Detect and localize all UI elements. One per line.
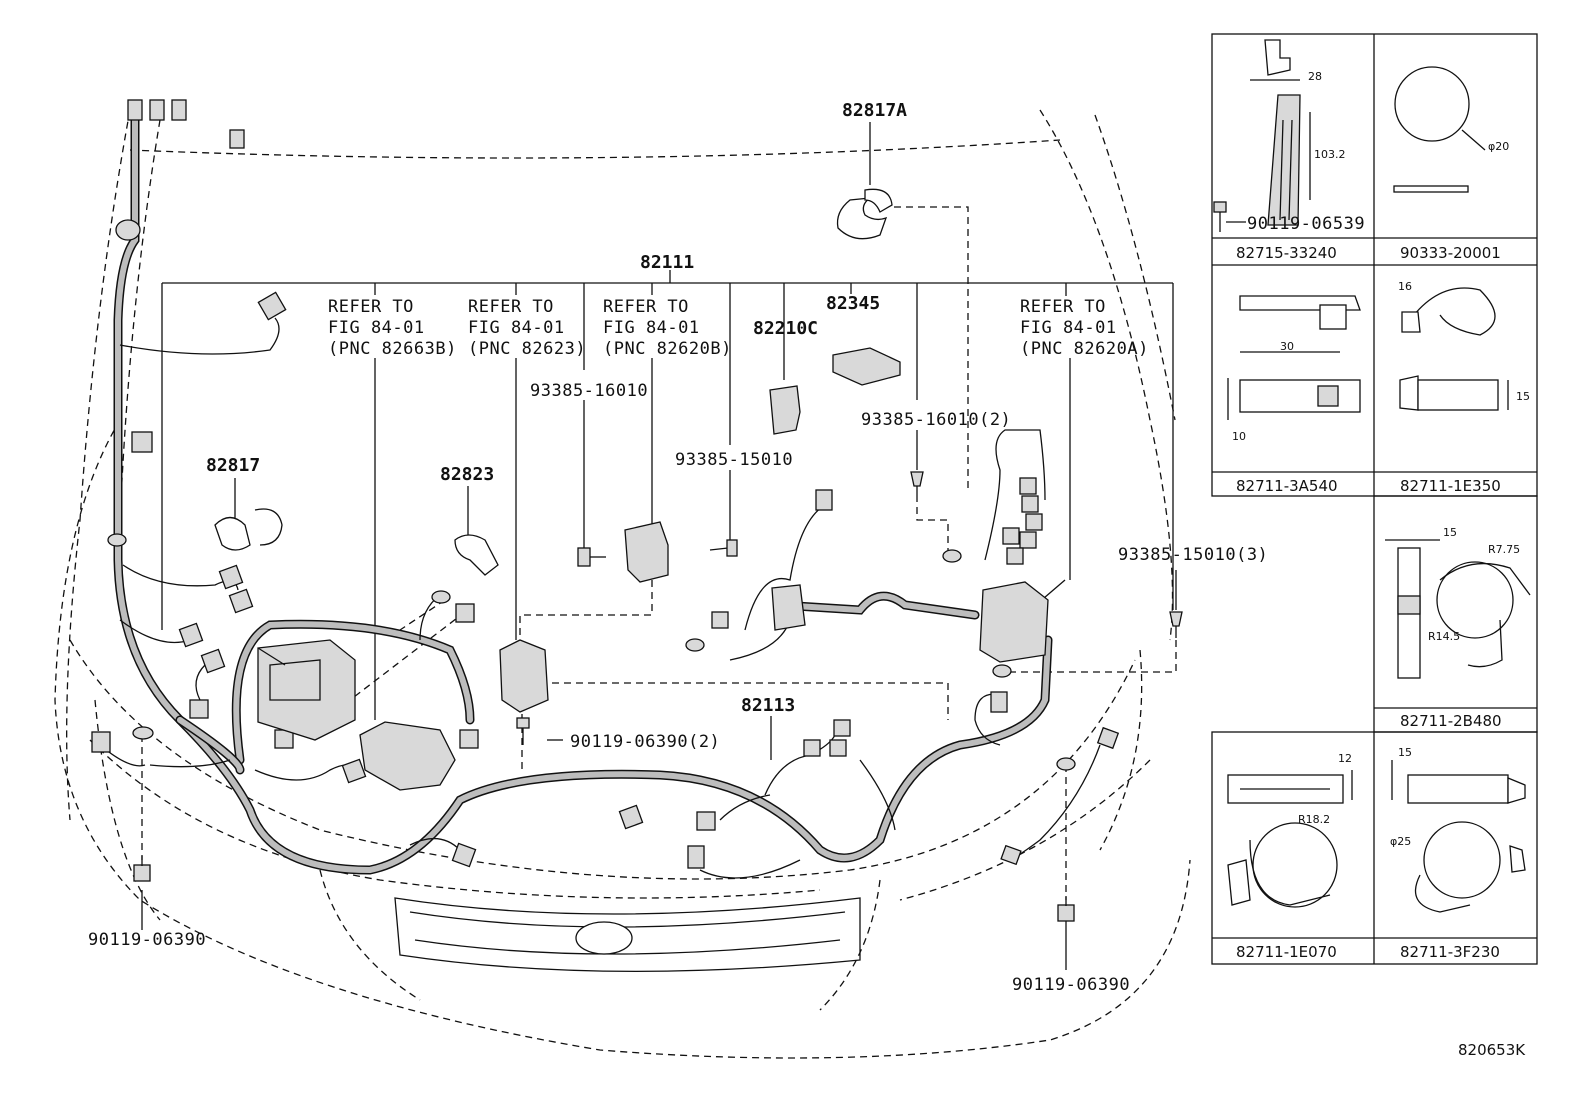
cell-82711-3F230: 15 φ25 82711-3F230 — [1390, 746, 1526, 961]
svg-text:REFER TO: REFER TO — [468, 297, 554, 317]
svg-text:15: 15 — [1398, 746, 1412, 759]
connectors — [91, 99, 1120, 869]
clip-82823-icon — [454, 534, 499, 576]
label-90119-06390-left: 90119-06390 — [88, 930, 206, 950]
relay-82623-icon — [499, 639, 549, 713]
code-82711-3F230: 82711-3F230 — [1400, 943, 1500, 961]
label-90119-06390-right: 90119-06390 — [1012, 975, 1130, 995]
harness-routing — [113, 113, 1053, 875]
label-82817: 82817 — [206, 455, 260, 476]
front-grille — [394, 897, 861, 973]
code-82711-2B480: 82711-2B480 — [1400, 712, 1502, 730]
clip-reference-panel: 28 103.2 90119-06539 82715-33240 φ20 903… — [1211, 33, 1538, 965]
svg-text:FIG 84-01: FIG 84-01 — [468, 318, 565, 338]
label-82111: 82111 — [640, 252, 694, 273]
cover-82663b-icon — [359, 721, 456, 791]
refer-block-82663b: REFER TO FIG 84-01 (PNC 82663B) — [328, 297, 457, 359]
svg-text:φ25: φ25 — [1390, 835, 1411, 848]
svg-text:R7.75: R7.75 — [1488, 543, 1520, 556]
refer-block-82623: REFER TO FIG 84-01 (PNC 82623) — [468, 297, 586, 359]
label-93385-16010: 93385-16010 — [530, 381, 648, 401]
ecu-box-icon — [257, 639, 356, 741]
screw-icon — [709, 539, 738, 557]
relay-82345-icon — [832, 347, 901, 386]
svg-text:(PNC 82620B): (PNC 82620B) — [603, 339, 732, 359]
svg-text:(PNC 82663B): (PNC 82663B) — [328, 339, 457, 359]
code-82715-33240: 82715-33240 — [1236, 244, 1337, 262]
clip-icon — [910, 471, 924, 495]
junction-block-82620a-icon — [979, 581, 1049, 663]
cell-82711-3A540: 30 10 82711-3A540 — [1227, 295, 1361, 495]
code-90333-20001: 90333-20001 — [1400, 244, 1501, 262]
label-82823: 82823 — [440, 464, 494, 485]
label-93385-15010: 93385-15010 — [675, 450, 793, 470]
part-labels: 82817A 82111 82345 82210C 82817 82823 82… — [88, 100, 1268, 995]
svg-text:FIG 84-01: FIG 84-01 — [603, 318, 700, 338]
svg-text:103.2: 103.2 — [1314, 148, 1346, 161]
label-82345: 82345 — [826, 293, 880, 314]
svg-text:REFER TO: REFER TO — [1020, 297, 1106, 317]
label-82210c: 82210C — [753, 318, 818, 339]
svg-text:10: 10 — [1232, 430, 1246, 443]
cell-82715-33240: 28 103.2 90119-06539 82715-33240 — [1213, 39, 1365, 262]
label-82113: 82113 — [741, 695, 795, 716]
clamp-82817-icon — [214, 516, 251, 551]
code-82711-1E070: 82711-1E070 — [1236, 943, 1337, 961]
svg-text:FIG 84-01: FIG 84-01 — [1020, 318, 1117, 338]
svg-text:30: 30 — [1280, 340, 1294, 353]
label-90119-06390-2: 90119-06390(2) — [570, 732, 720, 752]
emblem-icon — [575, 921, 633, 955]
label-93385-16010-2: 93385-16010(2) — [861, 410, 1011, 430]
svg-text:12: 12 — [1338, 752, 1352, 765]
svg-text:28: 28 — [1308, 70, 1322, 83]
components — [133, 188, 1183, 922]
grommets — [107, 219, 1076, 771]
svg-text:16: 16 — [1398, 280, 1412, 293]
refer-block-82620a: REFER TO FIG 84-01 (PNC 82620A) — [1020, 297, 1149, 359]
svg-text:15: 15 — [1443, 526, 1457, 539]
svg-text:R18.2: R18.2 — [1298, 813, 1330, 826]
cell-82711-1E070: 12 R18.2 82711-1E070 — [1227, 752, 1353, 961]
svg-text:(PNC 82623): (PNC 82623) — [468, 339, 586, 359]
fuse-82210c-icon — [769, 385, 801, 435]
svg-text:FIG 84-01: FIG 84-01 — [328, 318, 425, 338]
svg-text:15: 15 — [1516, 390, 1530, 403]
clamp-82817a-icon — [836, 197, 888, 240]
bolt-icon — [516, 717, 530, 745]
clip-icon — [1169, 611, 1183, 638]
cell-90333-20001: φ20 90333-20001 — [1393, 66, 1509, 262]
figure-id: 820653K — [1458, 1041, 1526, 1059]
svg-text:R14.5: R14.5 — [1428, 630, 1460, 643]
code-82711-3A540: 82711-3A540 — [1236, 477, 1338, 495]
cell-82711-2B480: 15 R7.75 R14.5 82711-2B480 — [1385, 526, 1531, 730]
label-93385-15010-3: 93385-15010(3) — [1118, 545, 1268, 565]
svg-text:(PNC 82620A): (PNC 82620A) — [1020, 339, 1149, 359]
label-82817a: 82817A — [842, 100, 907, 121]
svg-text:REFER TO: REFER TO — [603, 297, 689, 317]
bolt-icon — [577, 547, 606, 567]
refer-block-82620b: REFER TO FIG 84-01 (PNC 82620B) — [603, 297, 732, 359]
bracket-82111 — [161, 270, 1174, 630]
svg-text:REFER TO: REFER TO — [328, 297, 414, 317]
code-82711-1E350: 82711-1E350 — [1400, 477, 1501, 495]
leader-lines — [141, 122, 1177, 970]
bolt-icon — [133, 856, 151, 882]
bolt-icon — [1057, 896, 1075, 922]
relay-82620b-icon — [624, 521, 669, 583]
cell-82711-1E350: 16 15 82711-1E350 — [1398, 280, 1530, 495]
svg-text:90119-06539: 90119-06539 — [1247, 214, 1365, 234]
svg-text:φ20: φ20 — [1488, 140, 1509, 153]
